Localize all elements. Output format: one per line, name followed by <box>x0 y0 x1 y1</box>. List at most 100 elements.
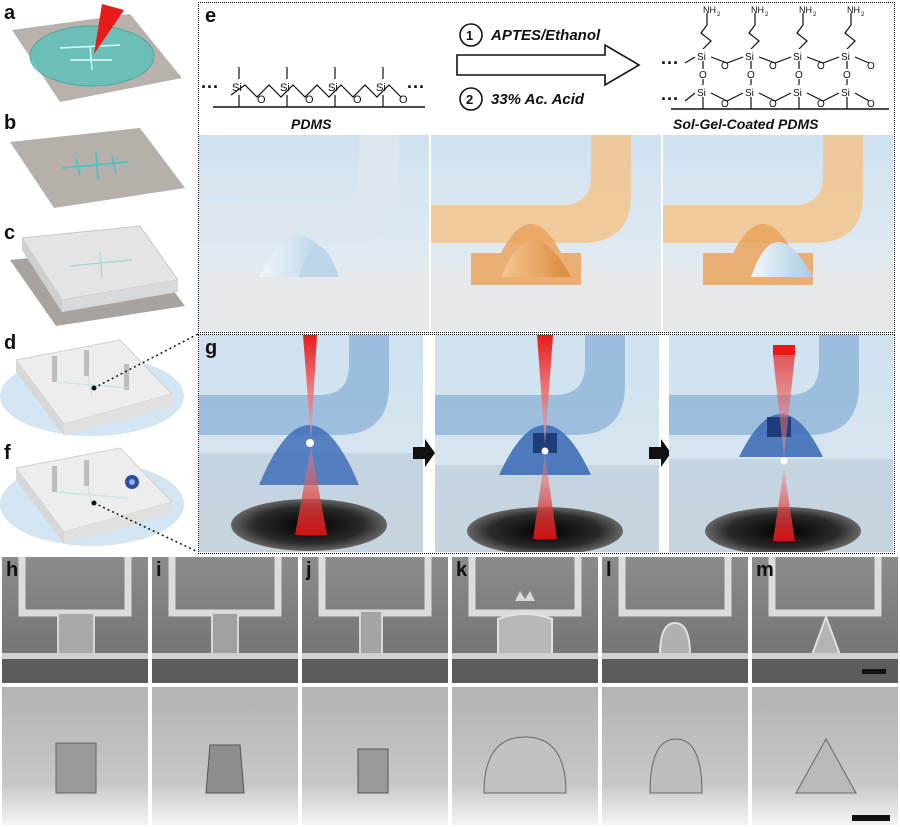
sem-grid: h i j k l m <box>0 557 900 827</box>
sem-m-bottom <box>752 687 898 825</box>
sequence-arrow <box>413 439 435 467</box>
panel-b: b <box>0 110 195 220</box>
si-atom: Si <box>841 52 850 63</box>
panel-g-label: g <box>205 337 218 359</box>
sem-bottom-row <box>2 687 898 825</box>
nh2-subscript: 2 <box>765 12 769 18</box>
panel-b-label: b <box>4 112 17 134</box>
o-atom: O <box>795 70 803 81</box>
sem-k-bottom <box>452 687 598 825</box>
o-atom: O <box>353 94 362 106</box>
o-atom: O <box>721 99 729 110</box>
si-atom: Si <box>793 52 802 63</box>
render-tile-coating <box>431 135 661 331</box>
sem-m-top <box>752 557 898 683</box>
nh2-subscript: 2 <box>813 12 817 18</box>
solgel-network <box>684 13 870 109</box>
si-atom: Si <box>745 88 754 99</box>
solgel-labels: NH 2 NH 2 NH 2 NH 2 Si Si Si Si O O O O … <box>661 5 875 110</box>
trap-tile-1 <box>199 335 423 552</box>
si-atom: Si <box>697 88 706 99</box>
si-atom: Si <box>793 88 802 99</box>
si-atom: Si <box>697 52 706 63</box>
sem-images <box>2 557 898 825</box>
o-atom: O <box>817 99 825 110</box>
o-atom: O <box>305 94 314 106</box>
o-atom: O <box>747 70 755 81</box>
si-atom: Si <box>328 82 338 94</box>
pdms-label: PDMS <box>291 116 332 132</box>
panel-l-label: l <box>606 559 612 581</box>
device-lens-illustration <box>0 447 184 546</box>
sem-j-top <box>302 557 448 683</box>
nh2-group: NH <box>799 5 812 15</box>
chain-dots-right: ··· <box>407 77 425 97</box>
nh2-subscript: 2 <box>717 12 721 18</box>
panel-a-label: a <box>4 2 16 24</box>
nh2-group: NH <box>847 5 860 15</box>
panel-f-label: f <box>4 442 11 464</box>
scale-bar-top <box>862 669 886 674</box>
si-atom: Si <box>280 82 290 94</box>
o-atom: O <box>257 94 266 106</box>
sem-l-bottom <box>602 687 748 825</box>
panel-m-label: m <box>756 559 774 581</box>
si-atom: Si <box>232 82 242 94</box>
coating-renders <box>199 135 893 331</box>
trap-tile-2 <box>435 335 659 552</box>
chain-dots-left: ··· <box>661 53 679 73</box>
panel-k-label: k <box>456 559 468 581</box>
chemistry-scheme: Si Si Si Si O O O O ··· ··· PDMS 1 APTES… <box>201 5 889 132</box>
wafer-laser-illustration <box>12 4 182 102</box>
panel-a: a <box>0 0 195 110</box>
si-atom: Si <box>745 52 754 63</box>
nh2-group: NH <box>751 5 764 15</box>
panel-i-label: i <box>156 559 162 581</box>
trap-tile-3 <box>669 335 893 552</box>
left-column: a b c d <box>0 0 195 555</box>
sem-h-top <box>2 557 148 683</box>
o-atom: O <box>867 99 875 110</box>
panel-h-label: h <box>6 559 19 581</box>
trapping-renders <box>199 335 893 552</box>
o-atom: O <box>769 61 777 72</box>
panel-j-label: j <box>306 559 312 581</box>
sem-i-bottom <box>152 687 298 825</box>
nh2-subscript: 2 <box>861 12 865 18</box>
o-atom: O <box>699 70 707 81</box>
step2-label: 33% Ac. Acid <box>491 91 585 108</box>
si-atom: Si <box>841 88 850 99</box>
step2-number: 2 <box>466 92 473 107</box>
chain-dots-left: ··· <box>661 89 679 109</box>
o-atom: O <box>867 61 875 72</box>
panel-g: g <box>198 334 895 554</box>
pdms-chain <box>230 67 402 107</box>
nh2-group: NH <box>703 5 716 15</box>
pdms-cast-illustration <box>10 225 185 326</box>
reaction-arrow <box>456 43 641 87</box>
o-atom: O <box>769 99 777 110</box>
sol-gel-label: Sol-Gel-Coated PDMS <box>673 116 819 132</box>
scale-bar-bottom <box>852 815 890 821</box>
si-atom: Si <box>376 82 386 94</box>
step1-number: 1 <box>466 28 473 43</box>
pdms-si-labels: Si Si Si Si O O O O ··· ··· <box>201 77 425 106</box>
panel-c-label: c <box>4 222 16 244</box>
o-atom: O <box>817 61 825 72</box>
sem-j-bottom <box>302 687 448 825</box>
step1-label: APTES/Ethanol <box>490 27 601 44</box>
o-atom: O <box>721 61 729 72</box>
panel-c: c <box>0 220 195 330</box>
render-tile-coated <box>663 135 893 331</box>
substrate-channel-illustration <box>10 128 185 208</box>
o-atom: O <box>843 70 851 81</box>
render-tile-uncoated <box>199 135 429 331</box>
panel-d-label: d <box>4 332 17 354</box>
panel-e-label: e <box>205 5 217 27</box>
sequence-arrow <box>649 439 671 467</box>
step1-circle <box>459 23 483 47</box>
sem-k-top <box>452 557 598 683</box>
step2-circle <box>459 87 483 111</box>
device-ports-illustration <box>0 339 184 436</box>
panel-e: e Si Si Si Si O O O O ··· ··· PDMS <box>198 2 895 333</box>
